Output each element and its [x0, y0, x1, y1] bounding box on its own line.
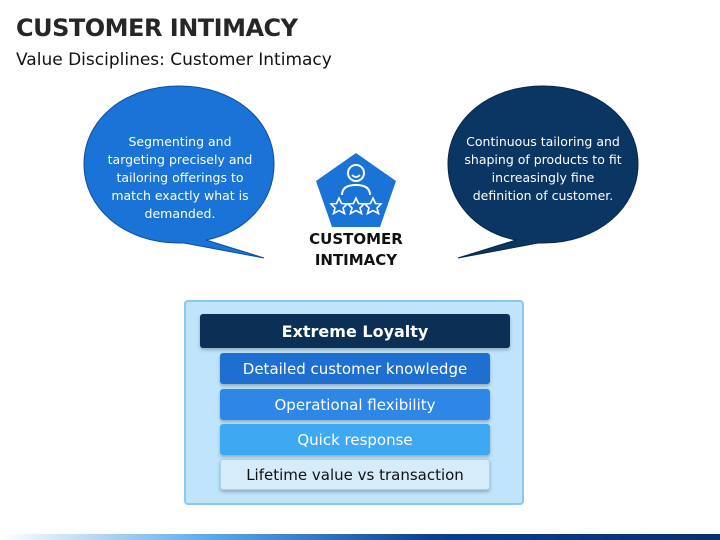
- center-label-line2: INTIMACY: [314, 251, 398, 269]
- right-bubble-text: Continuous tailoring and shaping of prod…: [464, 134, 622, 203]
- footer-gradient-bar: [0, 534, 720, 540]
- left-bubble-text: Segmenting and targeting precisely and t…: [107, 134, 253, 221]
- stack-item-2: Operational flexibility: [220, 389, 490, 420]
- customer-rating-icon: [316, 153, 396, 227]
- stack-item-1: Detailed customer knowledge: [220, 353, 490, 384]
- left-speech-bubble: [83, 85, 275, 259]
- page-subtitle: Value Disciplines: Customer Intimacy: [16, 50, 332, 70]
- extreme-loyalty-bar: Extreme Loyalty: [200, 314, 510, 348]
- right-speech-bubble: [447, 85, 639, 259]
- stack-item-4: Lifetime value vs transaction: [220, 459, 490, 490]
- center-label-line1: CUSTOMER: [309, 230, 403, 248]
- center-label: CUSTOMER INTIMACY: [294, 229, 418, 271]
- stack-item-3: Quick response: [220, 424, 490, 455]
- page-title: CUSTOMER INTIMACY: [16, 14, 298, 42]
